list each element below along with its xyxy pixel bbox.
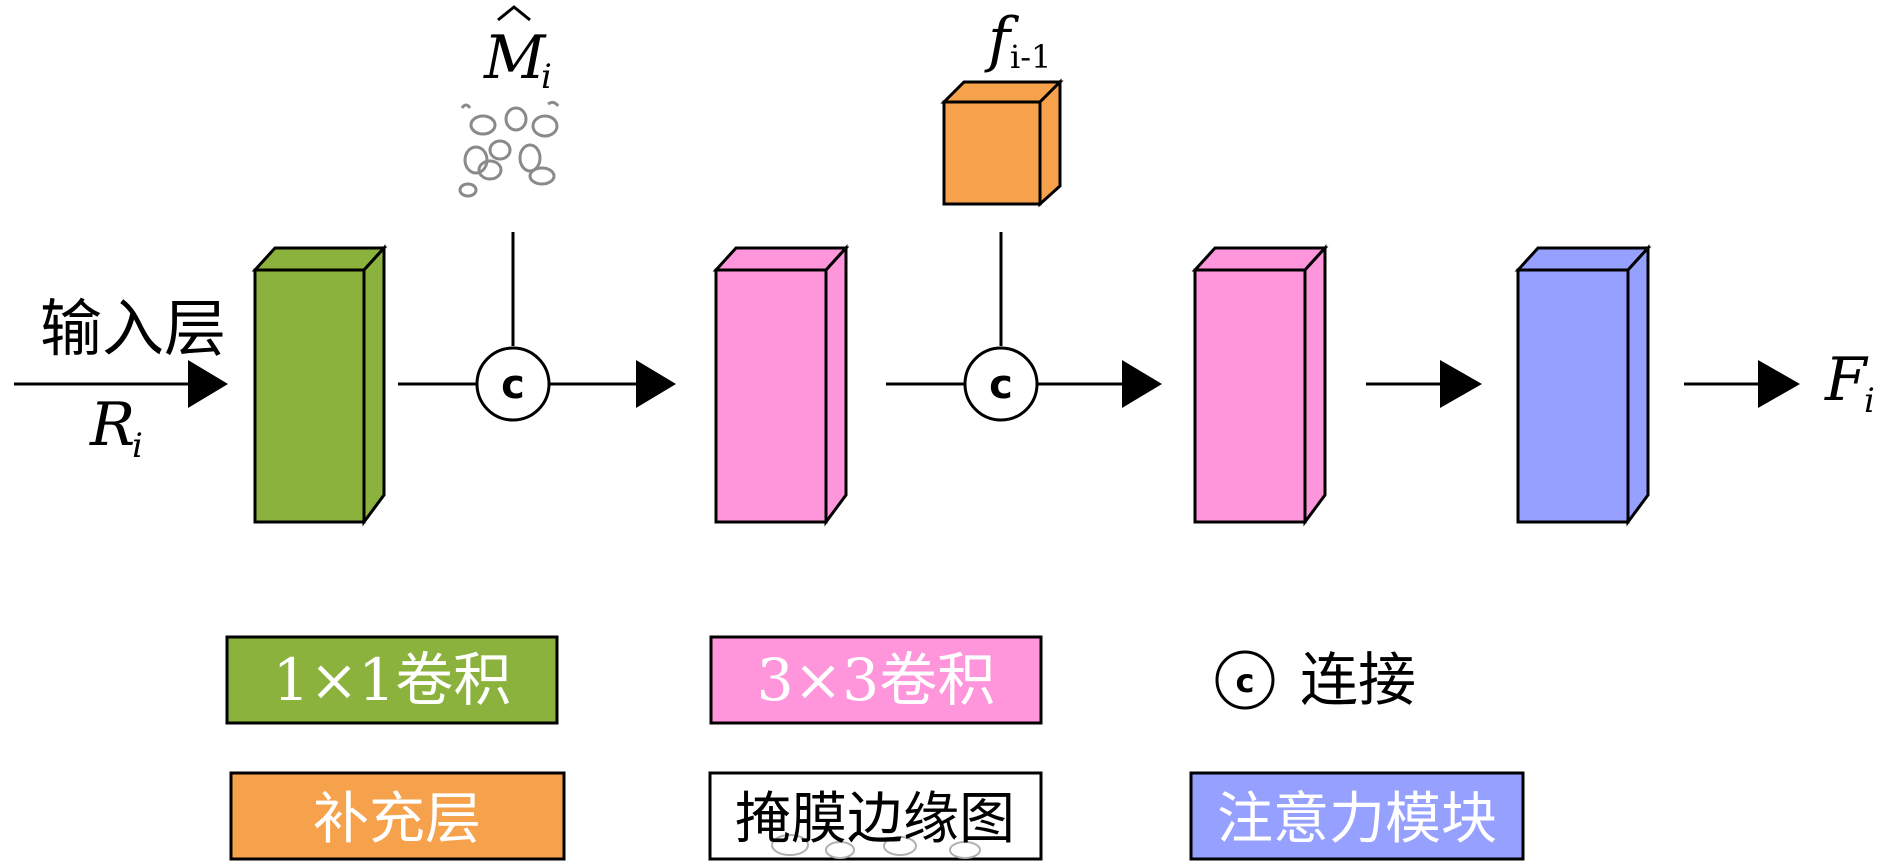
svg-text:c: c xyxy=(1236,662,1255,700)
svg-text:补充层: 补充层 xyxy=(313,787,481,852)
legend-supplement: 补充层 xyxy=(229,771,566,861)
conv3x3-block-2 xyxy=(1191,244,1329,527)
input-arrow xyxy=(14,360,228,408)
output-symbol: F i xyxy=(1824,345,1875,421)
svg-text:M: M xyxy=(483,23,547,93)
svg-text:注意力模块: 注意力模块 xyxy=(1217,787,1497,852)
arrow-right-icon xyxy=(1440,360,1482,408)
input-layer-label: 输入层 xyxy=(40,292,226,365)
svg-text:i: i xyxy=(132,426,143,466)
svg-text:i: i xyxy=(1864,381,1875,421)
legend-mask-edge: 掩膜边缘图 xyxy=(708,771,1043,861)
svg-text:连接: 连接 xyxy=(1300,646,1416,714)
concat-node-2: c xyxy=(963,346,1039,422)
circled-c-icon xyxy=(1215,650,1275,710)
legend-conv1x1: 1×1卷积 xyxy=(225,635,559,725)
arrow-right-icon xyxy=(188,360,228,408)
arrow-right-icon xyxy=(1758,360,1800,408)
legend-attention: 注意力模块 xyxy=(1189,771,1525,861)
input-symbol: R i xyxy=(89,390,143,466)
feature-symbol: f i-1 xyxy=(984,5,1051,76)
svg-text:F: F xyxy=(1824,345,1869,415)
svg-text:3×3卷积: 3×3卷积 xyxy=(757,646,995,714)
svg-text:c: c xyxy=(989,362,1013,408)
legend-conv3x3: 3×3卷积 xyxy=(709,635,1043,725)
legend: 1×1卷积 3×3卷积 c 连接 补充层 掩膜边缘图 注意 xyxy=(225,635,1525,861)
svg-text:1×1卷积: 1×1卷积 xyxy=(273,646,511,714)
supplement-cube xyxy=(940,78,1064,208)
mask-edge-thumbnail xyxy=(458,100,560,198)
conv3x3-block-1 xyxy=(712,244,850,527)
attention-block xyxy=(1514,244,1652,527)
svg-text:c: c xyxy=(501,362,525,408)
conv1x1-block xyxy=(251,244,388,527)
svg-text:i-1: i-1 xyxy=(1010,38,1051,76)
svg-text:掩膜边缘图: 掩膜边缘图 xyxy=(735,787,1015,852)
arrow-right-icon xyxy=(1122,360,1162,408)
concat-node-1: c xyxy=(475,346,551,422)
svg-text:i: i xyxy=(541,57,552,97)
legend-concat: c 连接 xyxy=(1215,646,1416,714)
arrow-right-icon xyxy=(636,360,676,408)
mask-edge-texture xyxy=(771,834,981,859)
svg-text:R: R xyxy=(89,390,135,460)
mask-symbol: M i xyxy=(483,5,552,97)
